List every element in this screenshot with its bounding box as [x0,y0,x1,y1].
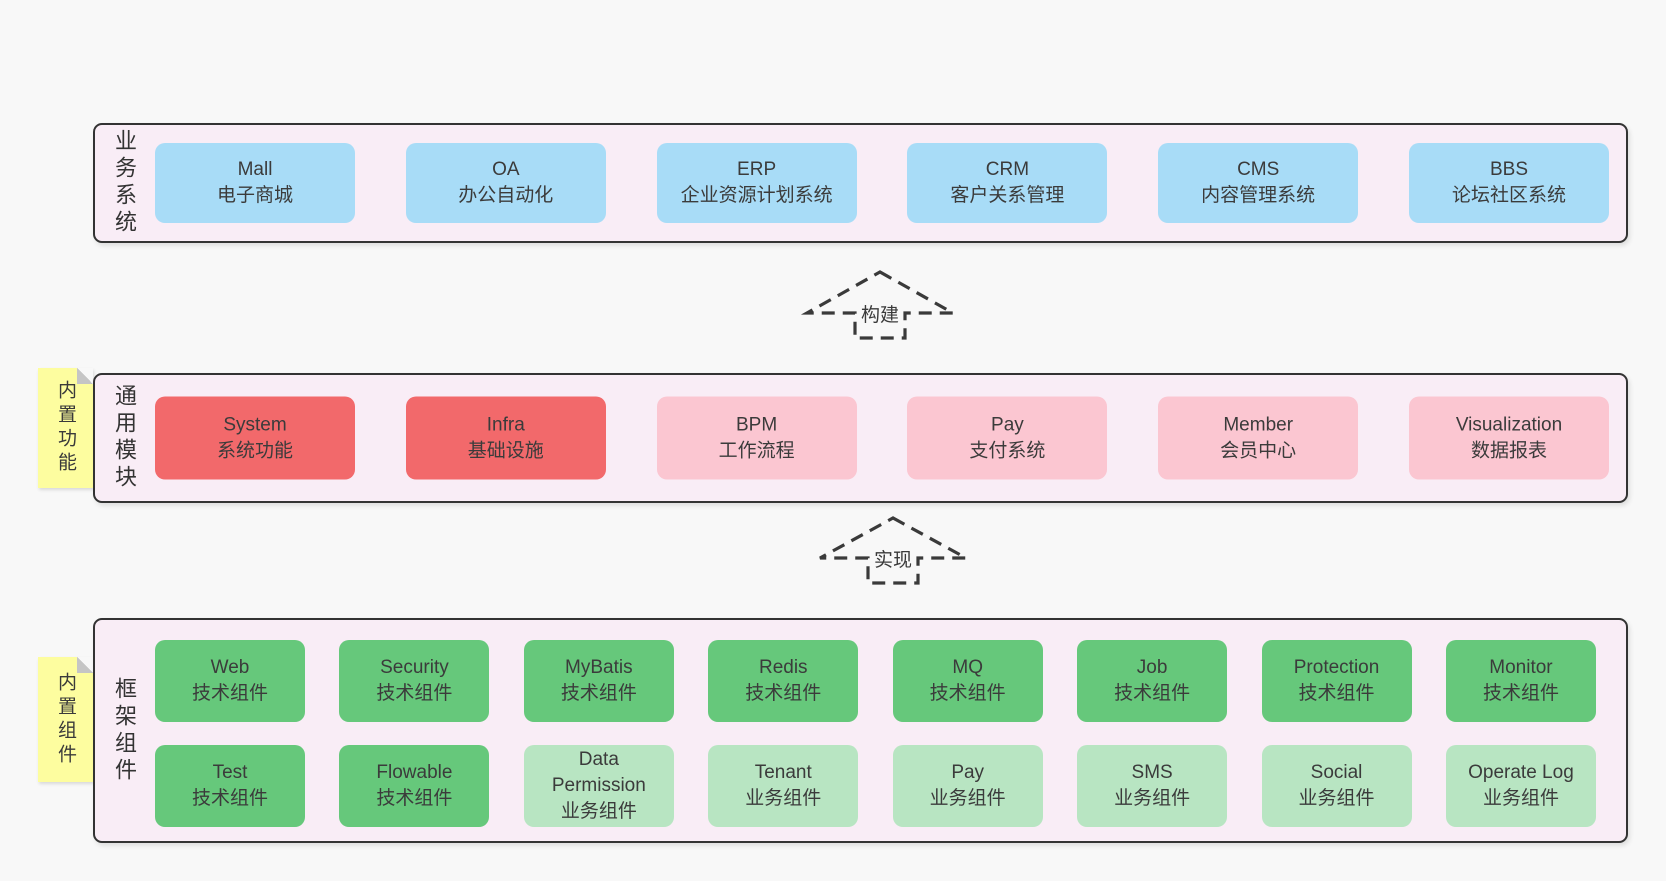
components-box-row-1: Web 技术组件 Security 技术组件 MyBatis 技术组件 Redi… [155,640,1596,722]
components-box-row-2: Test 技术组件 Flowable 技术组件 Data Permission … [155,745,1596,827]
box-sms: SMS 业务组件 [1077,745,1228,827]
box-social: Social 业务组件 [1261,745,1412,827]
box-bpm: BPM 工作流程 [656,396,857,480]
business-box-row: Mall 电子商城 OA 办公自动化 ERP 企业资源计划系统 CRM 客户关系… [155,143,1609,223]
note-fold-corner [77,657,93,673]
band-label-modules: 通用模块 [112,384,137,492]
note-text: 内置功能 [55,380,76,476]
arrow-outline [819,516,967,585]
box-test: Test 技术组件 [155,745,305,827]
box-data-permission: Data Permission 业务组件 [523,745,674,827]
note-fold-corner [77,368,93,384]
box-pay-component: Pay 业务组件 [892,745,1043,827]
band-label-business: 业务系统 [112,129,137,237]
arrow-implement: 实现 [819,516,967,585]
box-flowable: Flowable 技术组件 [339,745,490,827]
box-member: Member 会员中心 [1158,396,1359,480]
arrow-outline [800,270,960,340]
box-tenant: Tenant 业务组件 [708,745,859,827]
box-operate-log: Operate Log 业务组件 [1445,745,1596,827]
box-bbs: BBS 论坛社区系统 [1408,143,1609,223]
layer-framework-components: 框架组件 Web 技术组件 Security 技术组件 MyBatis 技术组件… [93,618,1628,843]
note-text: 内置组件 [55,671,76,768]
box-protection: Protection 技术组件 [1261,640,1412,722]
arrow-label: 构建 [861,304,899,326]
note-built-in-components: 内置组件 [38,657,93,782]
box-job: Job 技术组件 [1077,640,1228,722]
band-label-components: 框架组件 [112,676,137,785]
arrow-label: 实现 [874,549,912,571]
box-cms: CMS 内容管理系统 [1158,143,1359,223]
arrow-build: 构建 [800,270,960,340]
layer-common-modules: 通用模块 System 系统功能 Infra 基础设施 BPM 工作流程 Pay… [93,373,1628,503]
box-erp: ERP 企业资源计划系统 [656,143,857,223]
modules-box-row: System 系统功能 Infra 基础设施 BPM 工作流程 Pay 支付系统… [155,396,1609,480]
box-visualization: Visualization 数据报表 [1408,396,1609,480]
note-built-in-features: 内置功能 [38,368,93,488]
layer-business-systems: 业务系统 Mall 电子商城 OA 办公自动化 ERP 企业资源计划系统 CRM… [93,123,1628,243]
box-mall: Mall 电子商城 [155,143,355,223]
box-mybatis: MyBatis 技术组件 [523,640,674,722]
box-crm: CRM 客户关系管理 [907,143,1108,223]
box-security: Security 技术组件 [339,640,490,722]
box-mq: MQ 技术组件 [892,640,1043,722]
box-redis: Redis 技术组件 [708,640,859,722]
box-system: System 系统功能 [155,396,355,480]
arrow-label-bg [857,301,903,329]
box-monitor: Monitor 技术组件 [1445,640,1596,722]
box-infra: Infra 基础设施 [405,396,606,480]
box-oa: OA 办公自动化 [405,143,606,223]
arrow-label-bg [870,546,916,574]
box-pay-system: Pay 支付系统 [907,396,1108,480]
box-web: Web 技术组件 [155,640,305,722]
